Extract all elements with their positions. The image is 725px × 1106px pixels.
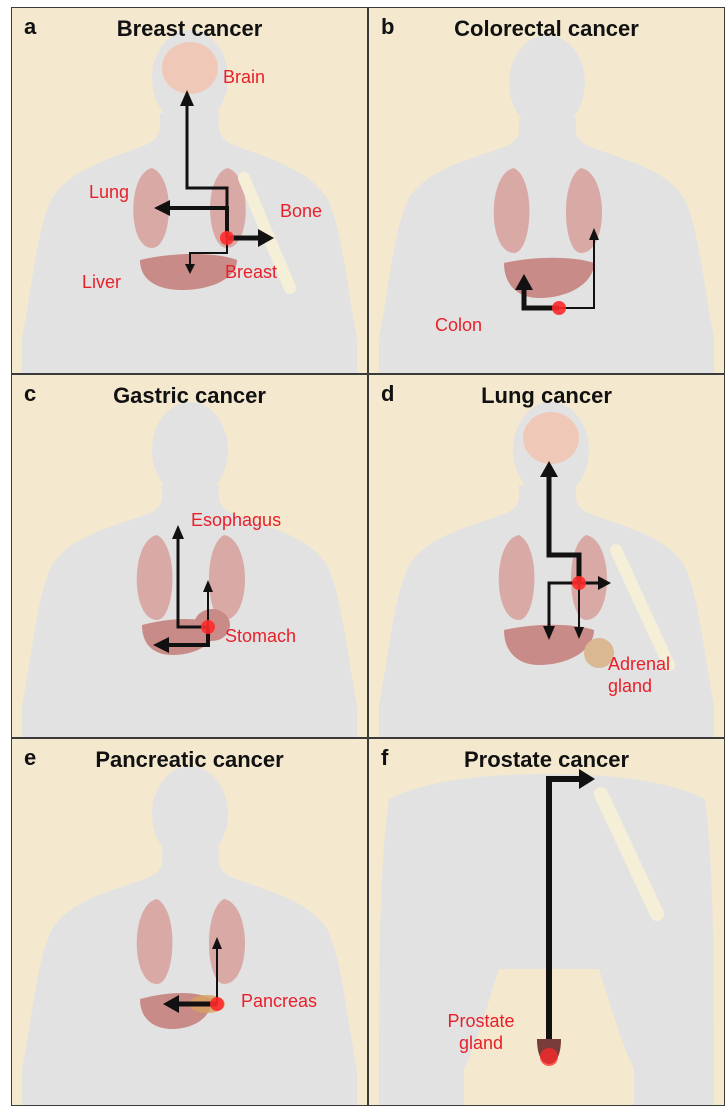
- panel-b-illustration: [369, 8, 725, 374]
- tumor-dot: [220, 231, 234, 245]
- tumor-dot: [572, 576, 586, 590]
- panel-title: Gastric cancer: [12, 383, 367, 409]
- label-colon: Colon: [435, 314, 482, 336]
- brain-organ: [162, 42, 218, 94]
- label-brain: Brain: [223, 66, 265, 88]
- panel-e-illustration: [12, 739, 368, 1106]
- tumor-dot: [201, 620, 215, 634]
- brain-organ: [523, 412, 579, 464]
- panel-d-lung-cancer: d Lung cancer Adrenal gland: [368, 374, 725, 738]
- panel-d-illustration: [369, 375, 725, 738]
- panel-title: Prostate cancer: [369, 747, 724, 773]
- label-liver: Liver: [82, 271, 121, 293]
- label-stomach: Stomach: [225, 625, 296, 647]
- tumor-dot: [552, 301, 566, 315]
- label-esophagus: Esophagus: [191, 509, 281, 531]
- label-adrenal-gland: Adrenal gland: [608, 653, 668, 697]
- panel-a-illustration: [12, 8, 368, 374]
- panel-title: Lung cancer: [369, 383, 724, 409]
- body-silhouette: [22, 113, 357, 374]
- panel-title: Colorectal cancer: [369, 16, 724, 42]
- tumor-dot: [540, 1048, 558, 1066]
- body-silhouette: [22, 485, 357, 738]
- label-pancreas: Pancreas: [241, 990, 317, 1012]
- panel-f-prostate-cancer: f Prostate cancer Prostate gland: [368, 738, 725, 1106]
- panel-e-pancreatic-cancer: e Pancreatic cancer Pancreas: [11, 738, 368, 1106]
- panel-f-illustration: [369, 739, 725, 1106]
- body-silhouette: [22, 849, 357, 1106]
- panel-a-breast-cancer: a Breast cancer Brain Lung Bone Breast L…: [11, 7, 368, 374]
- label-bone: Bone: [280, 200, 322, 222]
- body-silhouette: [379, 118, 714, 374]
- head-shape: [509, 35, 585, 131]
- label-prostate-gland: Prostate gland: [441, 1010, 521, 1054]
- label-breast: Breast: [225, 261, 277, 283]
- head-shape: [152, 766, 228, 862]
- panel-b-colorectal-cancer: b Colorectal cancer Colon: [368, 7, 725, 374]
- panel-c-gastric-cancer: c Gastric cancer Esophagus Stomach: [11, 374, 368, 738]
- label-lung: Lung: [89, 181, 129, 203]
- tumor-dot: [210, 997, 224, 1011]
- panel-title: Breast cancer: [12, 16, 367, 42]
- head-shape: [152, 402, 228, 498]
- panel-c-illustration: [12, 375, 368, 738]
- panel-title: Pancreatic cancer: [12, 747, 367, 773]
